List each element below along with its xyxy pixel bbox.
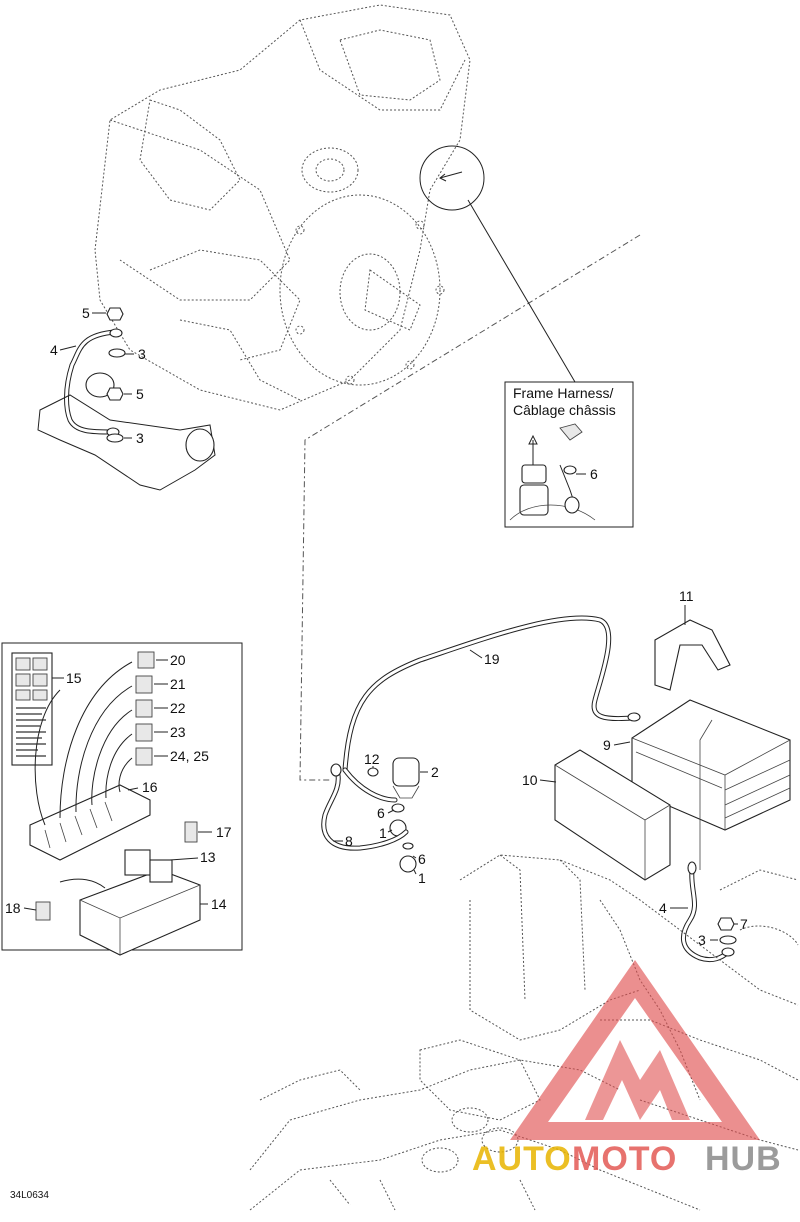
callout-10-pad: 10 [522,772,538,788]
callout-6-inset-washer: 6 [590,466,598,482]
callout-6-washer-lower: 6 [418,851,426,867]
callout-5-nut-upper: 5 [82,305,90,321]
callout-4-ground-cable: 4 [659,900,667,916]
callout-24-25-fuse: 24, 25 [170,748,209,764]
callout-6-washer: 6 [377,805,385,821]
document-id: 34L0634 [10,1190,49,1201]
inset-title-line1: Frame Harness/ [513,385,613,401]
engine-callouts: 5 4 3 5 3 [50,305,146,446]
callout-3-washer-upper: 3 [138,346,146,362]
engine-to-frame-link-line [299,234,641,781]
callout-9-battery: 9 [603,737,611,753]
engine-ground-cable [37,307,216,491]
battery-assembly [321,615,791,963]
callout-2-solenoid: 2 [431,764,439,780]
callout-14-fuse-block: 14 [211,896,227,912]
engine-assembly [94,4,485,411]
callout-19-positive-cable: 19 [484,651,500,667]
callout-3-washer: 3 [698,932,706,948]
fuse-box-inset [1,642,243,956]
callout-8-cable: 8 [345,833,353,849]
inset-leader-line [467,199,576,383]
callout-17-relay: 17 [216,824,232,840]
callout-5-nut-lower: 5 [136,386,144,402]
watermark-auto: AUTO [472,1140,572,1178]
callout-16-cover: 16 [142,779,158,795]
callout-21-fuse: 21 [170,676,186,692]
callout-22-fuse: 22 [170,700,186,716]
watermark-hub: HUB [705,1140,782,1178]
watermark-moto: MOTO [572,1140,677,1178]
callout-20-fuse: 20 [170,652,186,668]
automotohub-watermark: AUTO MOTO HUB [472,960,782,1178]
callout-23-fuse: 23 [170,724,186,740]
callout-7-nut: 7 [740,916,748,932]
frame-harness-inset: Frame Harness/ Câblage châssis 6 [504,381,634,528]
callout-11-strap: 11 [679,588,694,604]
callout-12-nut: 12 [364,751,380,767]
fuse-box-callouts: 15 20 21 22 23 24, 25 16 17 13 18 14 [5,652,232,916]
callout-1-nut: 1 [379,825,387,841]
battery-callouts: 11 19 9 10 12 2 6 1 8 6 1 4 7 3 [333,588,748,948]
callout-4-ground-cable-engine: 4 [50,342,58,358]
callout-3-washer-lower: 3 [136,430,144,446]
callout-18-fuse: 18 [5,900,21,916]
callout-15-fuse-label: 15 [66,670,82,686]
callout-1-nut-lower: 1 [418,870,426,886]
callout-13-relay: 13 [200,849,216,865]
inset-title-line2: Câblage châssis [513,402,616,418]
